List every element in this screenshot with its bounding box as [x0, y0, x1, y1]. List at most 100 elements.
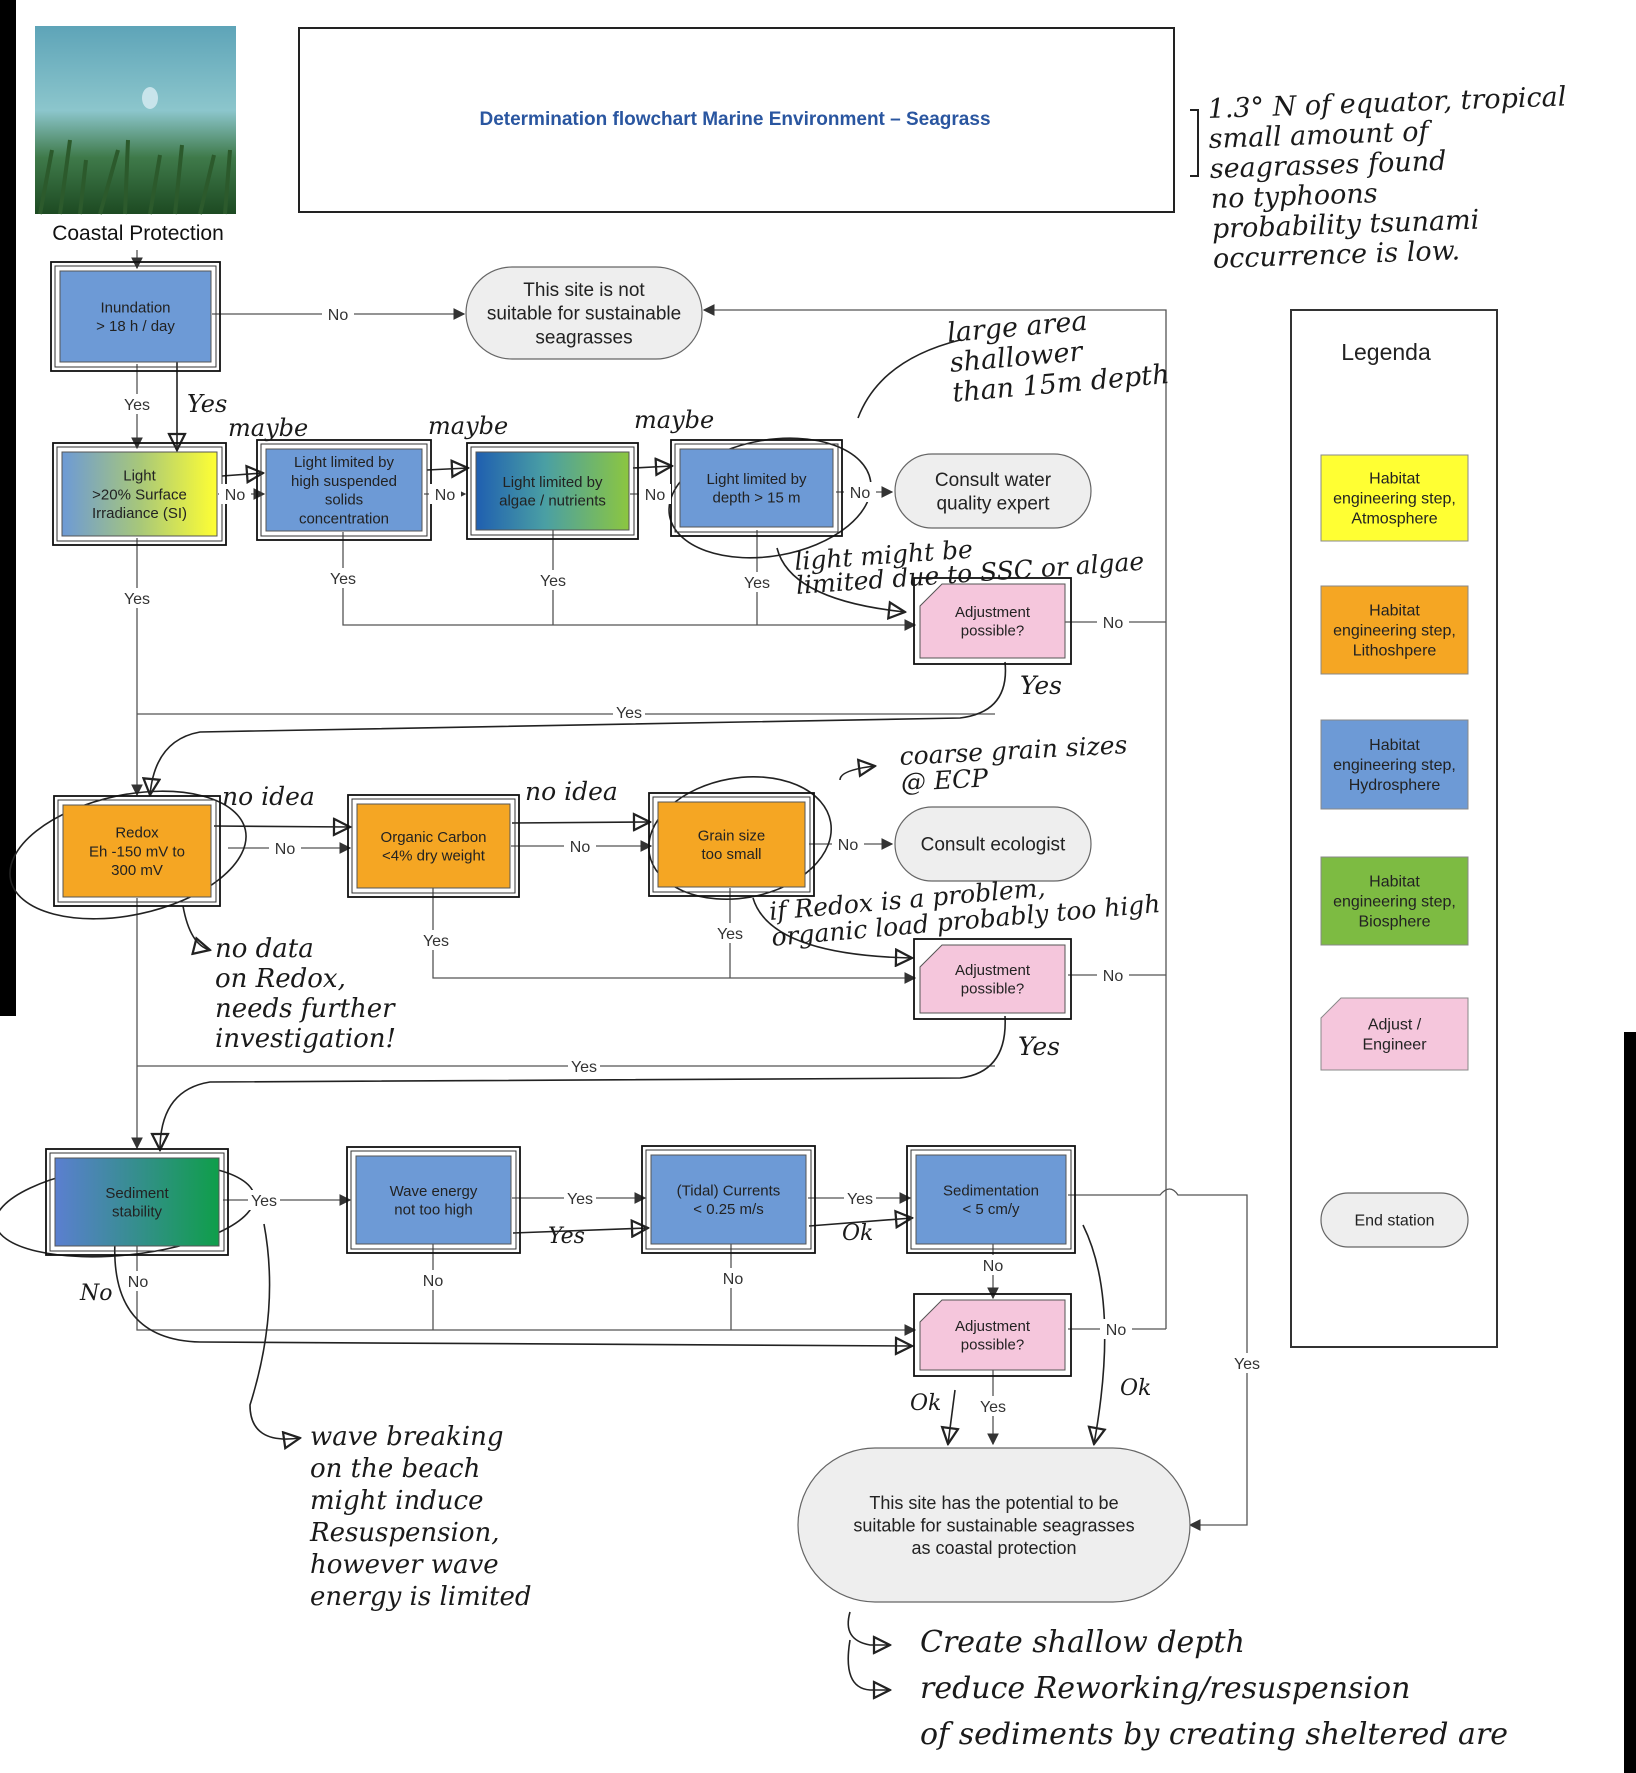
- edge-label-yes: Yes: [330, 571, 356, 588]
- legend-item-line: Hydrosphere: [1349, 777, 1441, 794]
- edge-label-yes: Yes: [251, 1193, 277, 1210]
- node-adjust2: Adjustment possible?: [913, 938, 1072, 1020]
- note-no-data-redox-line: on Redox,: [215, 964, 346, 994]
- edge-label-no: No: [570, 839, 591, 856]
- edge-label-bg: [639, 484, 671, 504]
- edge-label-bg: [741, 572, 773, 592]
- legend-item-line: Biosphere: [1358, 914, 1430, 931]
- edge-label-no: No: [275, 841, 296, 858]
- edge-label-no: No: [128, 1274, 149, 1291]
- edge-label-yes: Yes: [847, 1191, 873, 1208]
- edge-label-yes: Yes: [980, 1399, 1006, 1416]
- note-no-data-redox-line: investigation!: [215, 1024, 396, 1054]
- node-tidal-line: (Tidal) Currents: [677, 1182, 781, 1199]
- legend-item: Adjust /Engineer: [1320, 997, 1469, 1071]
- node-light-algae-line: Light limited by: [502, 474, 603, 491]
- edge-label-bg: [269, 838, 301, 858]
- note-wave-breaking-line: energy is limited: [310, 1582, 532, 1612]
- edge-label-bg: [832, 834, 864, 854]
- note-no-idea-1: no idea: [222, 782, 315, 811]
- note-ok-2: Ok: [1120, 1376, 1151, 1401]
- edge-label-bg: [1231, 1353, 1263, 1373]
- edge-label-no: No: [850, 485, 871, 502]
- legend-title: Legenda: [1341, 339, 1431, 365]
- edge-label-no: No: [1103, 615, 1124, 632]
- note-yes-adjust2-line: Yes: [1018, 1032, 1060, 1061]
- note-maybe-2-line: maybe: [428, 412, 508, 440]
- note-yes-adjust2: Yes: [1018, 1032, 1060, 1061]
- edge-label-no: No: [838, 837, 859, 854]
- legend-item-line: engineering step,: [1333, 757, 1456, 774]
- edge-label-no: No: [328, 307, 349, 324]
- edge-label-bg: [714, 923, 746, 943]
- node-light-line: >20% Surface: [92, 486, 187, 503]
- note-wave-breaking-line: might induce: [310, 1486, 483, 1516]
- edge-label-bg: [1097, 965, 1129, 985]
- edge-label-no: No: [1106, 1322, 1127, 1339]
- edge-label-no: No: [723, 1271, 744, 1288]
- note-maybe-1: maybe: [228, 414, 308, 442]
- edge-label-yes: Yes: [124, 397, 150, 414]
- node-wave-line: Wave energy: [390, 1183, 478, 1200]
- node-organic: Organic Carbon <4% dry weight: [347, 794, 520, 898]
- edge-label-bg: [420, 930, 452, 950]
- edge-label-bg: [564, 1188, 596, 1208]
- edge-label-bg: [564, 836, 596, 856]
- node-adjust3-line: Adjustment: [955, 1318, 1031, 1335]
- node-adjust2-line: possible?: [961, 981, 1024, 998]
- edge-label-bg: [122, 1271, 154, 1291]
- note-yes-adjust1-line: Yes: [1020, 671, 1062, 700]
- edge-label-yes: Yes: [423, 933, 449, 950]
- legend-item-line: engineering step,: [1333, 623, 1456, 640]
- edge-label-bg: [977, 1396, 1009, 1416]
- node-adjust3-line: possible?: [961, 1337, 1024, 1354]
- note-maybe-3-line: maybe: [634, 406, 714, 434]
- node-light-line: Light: [123, 468, 156, 485]
- node-light-line: Irradiance (SI): [92, 505, 187, 522]
- edge-label-no: No: [423, 1273, 444, 1290]
- node-organic-line: Organic Carbon: [381, 829, 487, 846]
- edge-label-bg: [1100, 1319, 1132, 1339]
- note-wave-breaking-line: on the beach: [310, 1454, 480, 1484]
- legend-item: End station: [1320, 1192, 1469, 1248]
- edge-label-bg: [613, 702, 645, 722]
- note-wave-breaking-line: however wave: [310, 1550, 499, 1580]
- node-wave: Wave energy not too high: [346, 1146, 521, 1254]
- node-light-ssc-line: high suspended: [291, 473, 397, 490]
- node-organic-line: <4% dry weight: [382, 848, 486, 865]
- node-adjust2-line: Adjustment: [955, 962, 1031, 979]
- note-coarse-grain-line: @ ECP: [900, 763, 990, 797]
- note-yes-inundation: Yes: [187, 390, 227, 418]
- legend-item-line: engineering step,: [1333, 491, 1456, 508]
- node-inundation: Inundation> 18 h / day: [50, 261, 221, 372]
- edge-label-yes: Yes: [540, 573, 566, 590]
- note-no-sediment-line: No: [79, 1281, 113, 1306]
- edge-label-bg: [417, 1270, 449, 1290]
- legend-item-line: Habitat: [1369, 471, 1420, 488]
- edge-label-bg: [327, 568, 359, 588]
- edge-label-bg: [121, 588, 153, 608]
- edge-label-yes: Yes: [1234, 1356, 1260, 1373]
- edge-label-yes: Yes: [567, 1191, 593, 1208]
- edge-label-bg: [1097, 612, 1129, 632]
- node-redox-line: 300 mV: [111, 862, 163, 879]
- node-wave-line: not too high: [394, 1202, 472, 1219]
- note-site-conditions-line: no typhoons: [1210, 178, 1378, 215]
- note-wave-breaking-line: Resuspension,: [309, 1518, 500, 1548]
- note-yes-wave-line: Yes: [548, 1224, 585, 1249]
- node-not-suitable-line: seagrasses: [535, 327, 632, 348]
- node-adjust1-line: Adjustment: [955, 604, 1031, 621]
- note-maybe-3: maybe: [634, 406, 714, 434]
- note-no-idea-2-line: no idea: [525, 777, 618, 806]
- edge-label-no: No: [645, 487, 666, 504]
- legend-item-line: Habitat: [1369, 874, 1420, 891]
